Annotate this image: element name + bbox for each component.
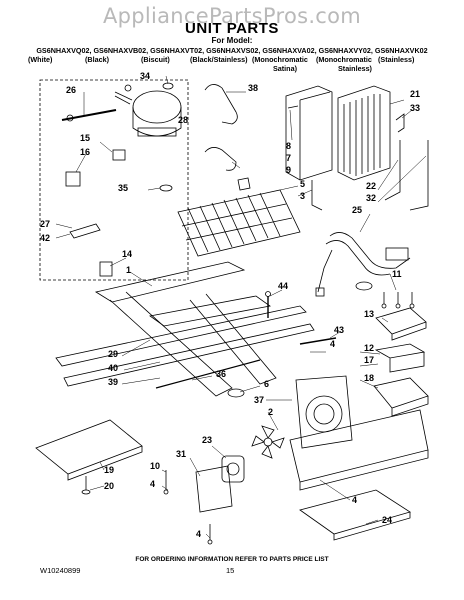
tube-32 — [409, 140, 429, 211]
callout-35: 35 — [118, 183, 129, 193]
callout-25: 25 — [352, 205, 363, 215]
callout-14: 14 — [122, 249, 133, 259]
callout-26: 26 — [66, 85, 77, 95]
callout-4-lower-b: 4 — [352, 495, 358, 505]
callout-4-bottom: 4 — [196, 529, 202, 539]
color-biscuit: (Biscuit) — [141, 55, 170, 64]
compressor-shape — [114, 84, 182, 137]
watermark: AppliancePartsPros.com — [102, 4, 362, 28]
color-monochromatic-stainless: (Monochromatic — [316, 55, 372, 64]
page-number: 15 — [226, 566, 235, 575]
callout-18: 18 — [364, 373, 375, 383]
part-43 — [299, 337, 337, 345]
tube-38 — [204, 84, 238, 125]
tube-9 — [204, 147, 237, 171]
condenser-frame — [285, 85, 333, 181]
callout-22: 22 — [366, 181, 377, 191]
callout-42: 42 — [40, 233, 51, 243]
callout-38: 38 — [248, 83, 259, 93]
callout-20: 20 — [104, 481, 115, 491]
part-36 — [155, 359, 261, 389]
color-satina-line2: Satina) — [273, 64, 297, 73]
overload-16 — [65, 171, 81, 187]
bracket-18 — [373, 377, 429, 417]
callout-23: 23 — [202, 435, 213, 445]
callout-4-lower-a: 4 — [150, 479, 156, 489]
callout-28: 28 — [178, 115, 189, 125]
callout-40: 40 — [108, 363, 119, 373]
callout-21: 21 — [410, 89, 421, 99]
callout-6: 6 — [264, 379, 270, 389]
callout-15: 15 — [80, 133, 91, 143]
callout-16: 16 — [80, 147, 91, 157]
grommet-35 — [159, 184, 173, 192]
wiring-harness — [315, 232, 411, 297]
fan-housing — [289, 375, 429, 491]
callout-44: 44 — [278, 281, 289, 291]
fan-blade — [251, 425, 285, 459]
for-model-label: For Model: — [211, 36, 253, 45]
callout-36: 36 — [216, 369, 227, 379]
start-device — [61, 109, 117, 121]
part-42 — [69, 223, 101, 239]
bracket-31 — [195, 465, 233, 513]
callout-12: 12 — [364, 343, 375, 353]
fan-motor — [221, 455, 245, 483]
callout-19: 19 — [104, 465, 115, 475]
clip-5 — [237, 177, 251, 191]
callout-43: 43 — [334, 325, 345, 335]
callout-7: 7 — [286, 153, 292, 163]
tube-22 — [384, 140, 401, 201]
compressor-group-box — [39, 79, 189, 281]
color-white: (White) — [28, 55, 53, 64]
condenser-coil — [337, 85, 391, 181]
callout-24: 24 — [382, 515, 393, 525]
screws-11 — [381, 292, 415, 309]
callout-5: 5 — [300, 179, 306, 189]
callout-29: 29 — [108, 349, 119, 359]
control-13 — [375, 307, 427, 341]
wire-rack — [177, 189, 301, 257]
callout-39: 39 — [108, 377, 119, 387]
callout-34: 34 — [140, 71, 151, 81]
color-black-stainless: (Black/Stainless) — [190, 55, 248, 64]
page-title: UNIT PARTS — [185, 20, 279, 37]
ordering-note: FOR ORDERING INFORMATION REFER TO PARTS … — [135, 556, 329, 563]
label-14 — [99, 261, 113, 277]
base-rails — [55, 261, 315, 397]
callout-1: 1 — [126, 265, 132, 275]
callout-3: 3 — [300, 191, 306, 201]
relay-15 — [112, 149, 126, 161]
callout-4: 4 — [330, 339, 336, 349]
callout-37: 37 — [254, 395, 265, 405]
callout-33: 33 — [410, 103, 421, 113]
callout-27: 27 — [40, 219, 51, 229]
callout-17: 17 — [364, 355, 375, 365]
color-monochromatic-satina: (Monochromatic — [252, 55, 308, 64]
color-stainless-line2: Stainless) — [338, 64, 372, 73]
access-cover-19 — [35, 419, 143, 475]
clip-33 — [395, 113, 405, 133]
callout-31: 31 — [176, 449, 187, 459]
callout-2: 2 — [268, 407, 274, 417]
model-list: GS6NHAXVQ02, GS6NHAXVB02, GS6NHAXVT02, G… — [36, 46, 428, 55]
document-number: W10240899 — [40, 566, 81, 575]
callout-9: 9 — [286, 165, 292, 175]
callout-10: 10 — [150, 461, 161, 471]
callout-32: 32 — [366, 193, 377, 203]
callout-11: 11 — [392, 269, 402, 279]
callout-13: 13 — [364, 309, 375, 319]
color-stainless: (Stainless) — [378, 55, 415, 64]
color-black: (Black) — [85, 55, 109, 64]
control-12 — [374, 343, 426, 373]
tube-3 — [311, 180, 323, 211]
part-6 — [227, 388, 245, 398]
callout-8: 8 — [286, 141, 292, 151]
